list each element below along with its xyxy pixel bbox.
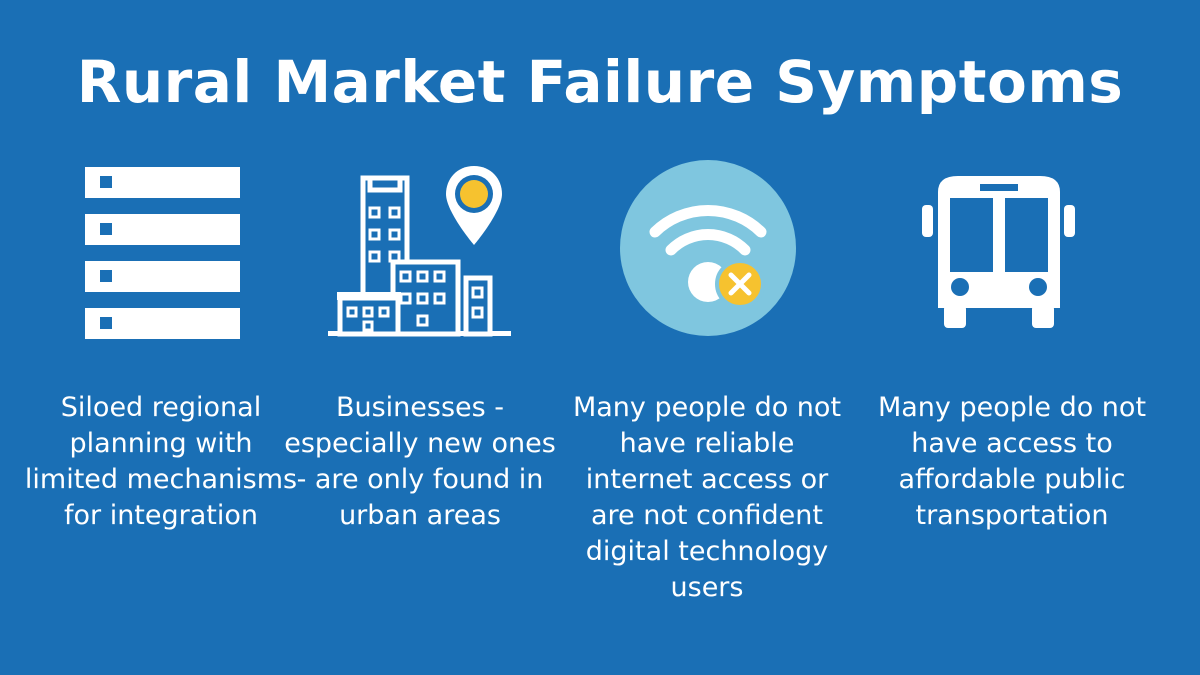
- symptom-caption: Businesses - especially new ones - are o…: [284, 392, 556, 531]
- symptom-caption: Many people do not have reliable interne…: [572, 392, 842, 603]
- server-stack-icon: [21, 150, 301, 350]
- symptom-caption: Many people do not have access to afford…: [877, 392, 1147, 531]
- wifi-off-icon: [567, 150, 847, 350]
- symptom-caption: Siloed regional planning with limited me…: [24, 392, 298, 531]
- bus-icon: [872, 150, 1152, 350]
- city-buildings-pin-icon: [280, 150, 560, 350]
- page-title: Rural Market Failure Symptoms: [76, 48, 1124, 116]
